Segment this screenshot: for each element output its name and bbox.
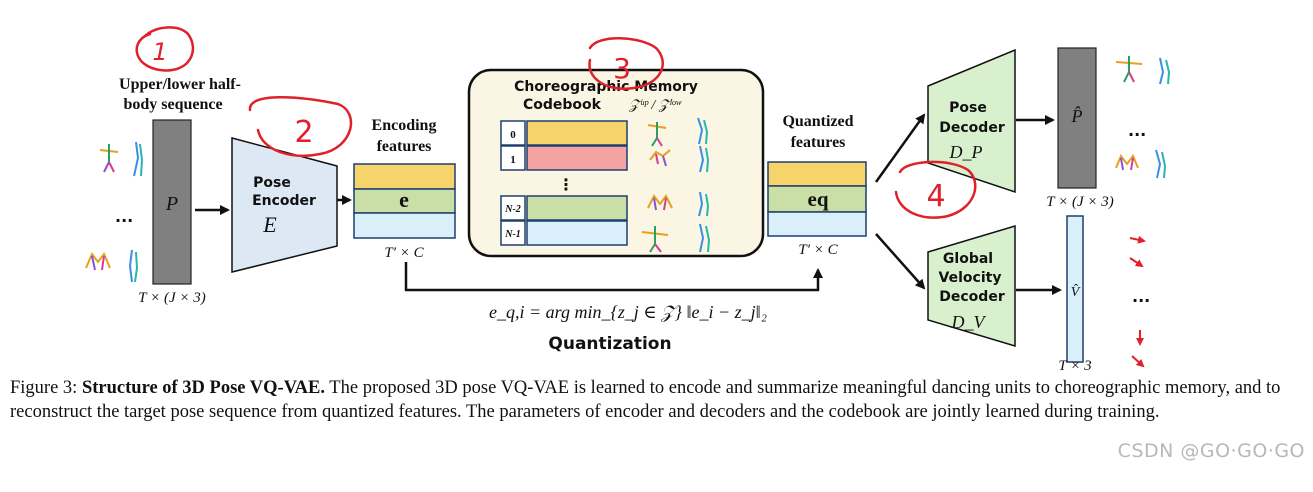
codebook-title-line1: Choreographic Memory: [514, 79, 698, 95]
encoder-symbol: E: [262, 212, 277, 237]
velocity-decoder-line1: Global: [943, 251, 993, 267]
input-matrix-symbol: P: [165, 193, 178, 215]
quantized-title-line2: features: [791, 134, 846, 151]
velocity-output-matrix: [1066, 215, 1084, 363]
handwritten-mark-2: 2: [294, 115, 313, 150]
quantization-formula: e_q,i = arg min_{z_j ∈ 𝒵} ‖e_i − z_j‖₂: [489, 302, 767, 322]
pose-output-ellipsis: ...: [1128, 121, 1146, 140]
figure-caption: Figure 3: Structure of 3D Pose VQ-VAE. T…: [10, 376, 1300, 424]
arrow-to-pose-decoder: [874, 113, 926, 183]
input-pose-figure-1: [99, 141, 144, 177]
pose-decoder-line1: Pose: [949, 100, 987, 116]
quantized-features-stack: [767, 161, 867, 237]
codebook-title-line2: Codebook: [523, 97, 602, 113]
velocity-decoder-line3: Decoder: [939, 289, 1005, 305]
encoding-symbol: e: [399, 187, 409, 212]
output-pose-figures: [1115, 56, 1171, 179]
codebook-rows: [500, 120, 628, 246]
handwritten-mark-1: 1: [152, 38, 167, 66]
input-pose-figure-2: [85, 249, 139, 283]
pose-decoder-symbol: D_P: [949, 142, 983, 162]
velocity-arrows: [1129, 235, 1146, 368]
quantization-arrow: [404, 262, 823, 292]
velocity-output-dims: T × 3: [1058, 358, 1091, 370]
handwritten-annotation-2: [248, 96, 353, 157]
velocity-output-ellipsis: ...: [1132, 287, 1150, 306]
codebook-pose-figures: [641, 117, 711, 253]
codebook-index-1: 1: [510, 154, 516, 166]
velocity-decoder-symbol: D_V: [951, 312, 987, 332]
quantization-label: Quantization: [548, 334, 671, 354]
pose-output-symbol: P̂: [1071, 106, 1083, 126]
velocity-decoder-line2: Velocity: [939, 270, 1002, 286]
pose-decoder-block: [927, 48, 1016, 194]
arrow-to-velocity-decoder: [875, 233, 926, 290]
input-title-line2: body sequence: [123, 96, 222, 113]
csdn-watermark: CSDN @GO·GO·GO: [1117, 440, 1305, 462]
handwritten-annotation-4: [894, 160, 977, 219]
input-title-line1: Upper/lower half-: [119, 76, 241, 93]
handwritten-mark-3: 3: [613, 52, 631, 85]
caption-bold-title: Structure of 3D Pose VQ-VAE.: [81, 378, 326, 398]
codebook-index-n1: N-1: [504, 229, 521, 240]
velocity-decoder-block: [927, 224, 1016, 348]
encoder-label-line1: Pose: [253, 175, 291, 191]
encoding-title-line2: features: [377, 138, 432, 155]
encoding-title-line1: Encoding: [372, 117, 437, 134]
codebook-index-n2: N-2: [504, 204, 521, 215]
pose-output-matrix: [1057, 47, 1097, 189]
codebook-title-math: 𝒵ᵘᵖ / 𝒵ˡᵒʷ: [628, 98, 682, 113]
encoding-dims: T′ × C: [384, 245, 424, 261]
quantized-title-line1: Quantized: [782, 113, 853, 130]
pose-output-dims: T × (J × 3): [1046, 194, 1113, 210]
input-ellipsis: ...: [115, 207, 133, 226]
handwritten-annotation-3: [588, 37, 664, 90]
codebook-index-0: 0: [510, 129, 516, 141]
velocity-output-symbol: V̂: [1071, 284, 1081, 300]
encoder-label-line2: Encoder: [252, 193, 316, 209]
caption-text: The proposed 3D pose VQ-VAE is learned t…: [10, 378, 1281, 422]
handwritten-annotation-1: [135, 26, 195, 72]
vqvae-diagram: Upper/lower half- body sequence ... P T …: [85, 26, 1171, 374]
quantized-dims: T′ × C: [798, 242, 838, 258]
input-pose-matrix: [152, 119, 192, 285]
pose-decoder-line2: Decoder: [939, 120, 1005, 136]
caption-prefix: Figure 3:: [10, 378, 82, 398]
quantized-symbol: eq: [808, 187, 829, 211]
input-dims: T × (J × 3): [138, 290, 205, 306]
encoding-features-stack: [353, 163, 456, 239]
codebook-ellipsis: ⋮: [558, 175, 574, 194]
handwritten-mark-4: 4: [926, 179, 945, 214]
